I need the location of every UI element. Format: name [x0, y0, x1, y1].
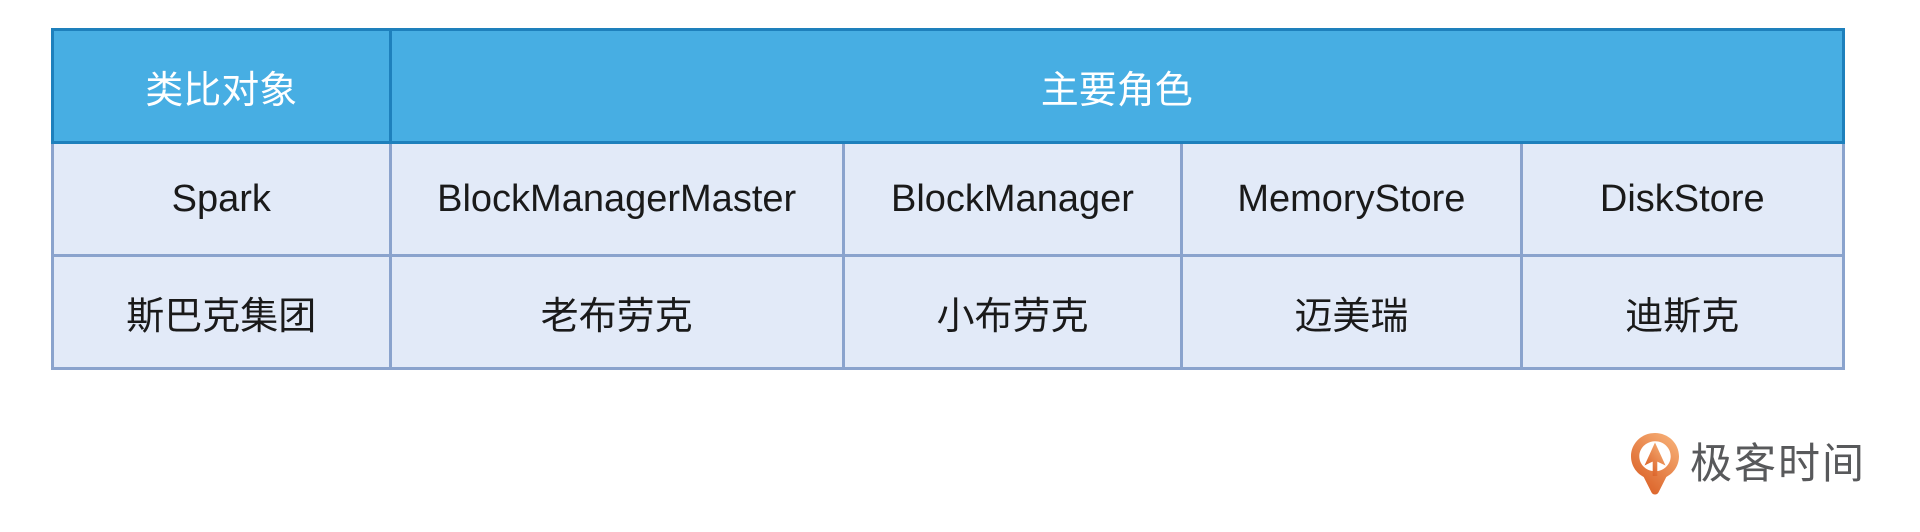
cell-blockmanagermaster: BlockManagerMaster	[388, 141, 845, 257]
cell-blockmanager: BlockManager	[841, 141, 1184, 257]
spark-analogy-table: 类比对象 主要角色 Spark BlockManagerMaster Block…	[51, 28, 1846, 370]
cell-sibake-group: 斯巴克集团	[51, 254, 392, 370]
cell-maimeirui: 迈美瑞	[1180, 254, 1523, 370]
cell-xiao-bulaoke: 小布劳克	[841, 254, 1184, 370]
geektime-logo-text: 极客时间	[1690, 440, 1867, 487]
cell-memorystore: MemoryStore	[1180, 141, 1523, 257]
header-cell-analogy-object: 类比对象	[51, 28, 392, 144]
geektime-logo: 极客时间	[1630, 432, 1866, 496]
cell-disike: 迪斯克	[1519, 254, 1846, 370]
header-cell-main-roles: 主要角色	[388, 28, 1846, 144]
cell-spark: Spark	[51, 141, 392, 257]
cell-diskstore: DiskStore	[1519, 141, 1846, 257]
table-row-analogy-names: 斯巴克集团 老布劳克 小布劳克 迈美瑞 迪斯克	[51, 254, 1846, 370]
cell-lao-bulaoke: 老布劳克	[388, 254, 845, 370]
geektime-pin-icon	[1630, 432, 1680, 496]
table-row-spark-terms: Spark BlockManagerMaster BlockManager Me…	[51, 141, 1846, 257]
table-header-row: 类比对象 主要角色	[51, 28, 1846, 144]
